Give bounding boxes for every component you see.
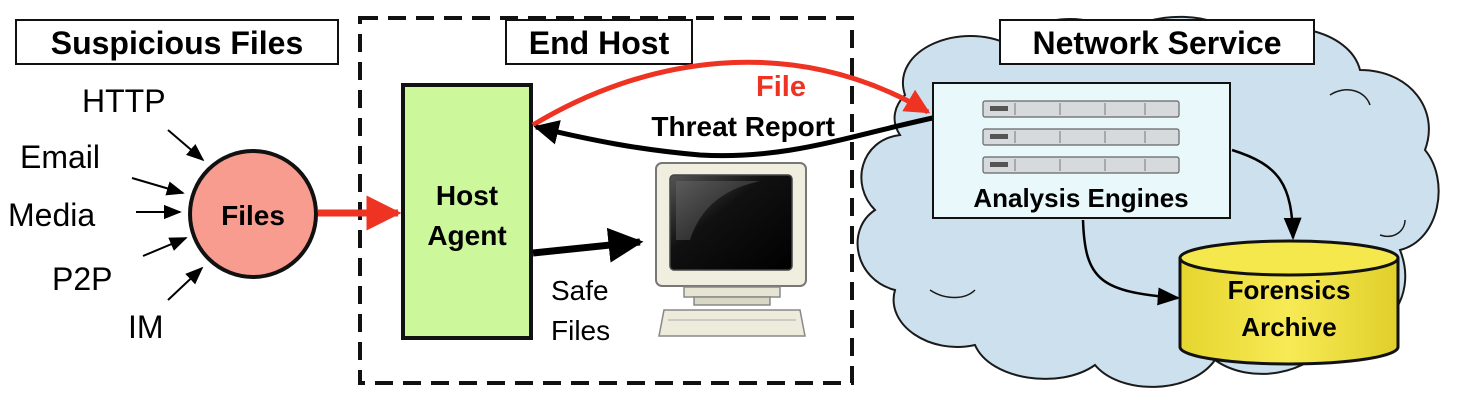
engines-to-archive-arrow-2	[1081, 219, 1181, 306]
computer-icon	[655, 162, 807, 337]
end-host-boundary	[358, 16, 854, 385]
source-im: IM	[128, 309, 164, 345]
engines-to-archive-arrow-1	[1231, 148, 1302, 241]
source-media: Media	[8, 197, 95, 233]
svg-text:Host: Host	[436, 180, 498, 211]
svg-text:Network Service: Network Service	[1032, 25, 1281, 61]
svg-text:Forensics: Forensics	[1228, 275, 1351, 305]
network-service-label: Network Service	[999, 19, 1315, 65]
svg-text:Archive: Archive	[1241, 312, 1336, 342]
svg-text:Files: Files	[221, 200, 285, 231]
svg-text:Agent: Agent	[427, 220, 506, 251]
end-host-label: End Host	[505, 19, 693, 65]
threat-report-label: Threat Report	[651, 111, 835, 142]
source-arrows	[131, 129, 205, 301]
svg-text:End Host: End Host	[529, 25, 670, 61]
source-p2p: P2P	[52, 261, 112, 297]
host-agent: Host Agent	[401, 83, 533, 340]
source-http: HTTP	[82, 83, 166, 119]
svg-text:Suspicious Files: Suspicious Files	[51, 25, 304, 61]
threat-report-arrow	[533, 113, 943, 159]
source-email: Email	[20, 139, 100, 175]
svg-text:Analysis Engines: Analysis Engines	[973, 183, 1188, 213]
file-arrow-label: File	[756, 71, 806, 103]
files-node: Files	[188, 149, 318, 279]
analysis-engines: Analysis Engines	[932, 82, 1231, 219]
safe-files-arrow	[532, 227, 644, 263]
forensics-archive: Forensics Archive	[1178, 239, 1400, 366]
safe-files-label-1: Safe	[551, 275, 609, 306]
file-arrow	[531, 59, 931, 128]
safe-files-label-2: Files	[551, 315, 610, 346]
suspicious-files-label: Suspicious Files	[15, 19, 339, 65]
server-rack-icon	[982, 100, 1180, 174]
